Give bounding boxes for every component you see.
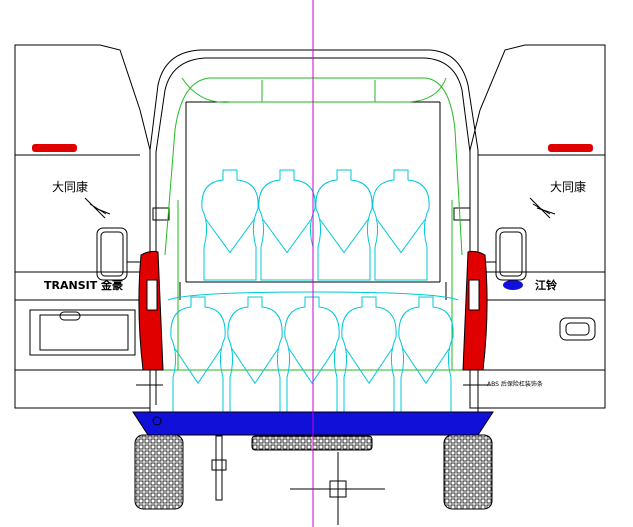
bumper-bolt-icon [152, 416, 162, 426]
front-seat-5-belt [402, 348, 450, 385]
brand-oval-icon [503, 280, 523, 290]
rear-seat-row [201, 169, 430, 281]
rear-seat-2-belt [262, 219, 312, 254]
right-mirror [478, 227, 527, 281]
front-seat-4-belt [345, 348, 393, 385]
right-tail-lamp [462, 250, 488, 371]
right-rear-door[interactable] [469, 44, 606, 409]
bumper-trim-label: ABS 后保险杠装饰条 [487, 380, 543, 388]
cad-crosshair-icon [290, 452, 385, 525]
right-door-reflector [548, 144, 593, 152]
rear-seat-3-belt [319, 219, 369, 254]
rear-seat-3 [315, 169, 373, 281]
front-seat-2-belt [231, 348, 279, 385]
rear-seat-4 [372, 169, 430, 281]
left-rear-wheel [134, 434, 184, 510]
right-door-label: 大同康 [550, 179, 586, 194]
right-rear-wheel [443, 434, 493, 510]
left-tail-lamp [138, 250, 164, 371]
left-bumper-text: TRANSIT 金豪 [44, 278, 123, 292]
left-door-label: 大同康 [52, 179, 88, 194]
spare-wheel [251, 435, 373, 451]
left-rear-door[interactable] [14, 44, 151, 409]
front-seat-1-belt [174, 348, 222, 385]
rear-seat-1 [201, 169, 259, 281]
left-door-reflector [32, 144, 77, 152]
rear-seat-4-belt [376, 219, 426, 254]
front-seat-3-belt [288, 348, 336, 385]
exhaust-pipe [211, 435, 227, 501]
rear-seat-1-belt [205, 219, 255, 254]
right-bumper-text: 江铃 [535, 278, 557, 292]
